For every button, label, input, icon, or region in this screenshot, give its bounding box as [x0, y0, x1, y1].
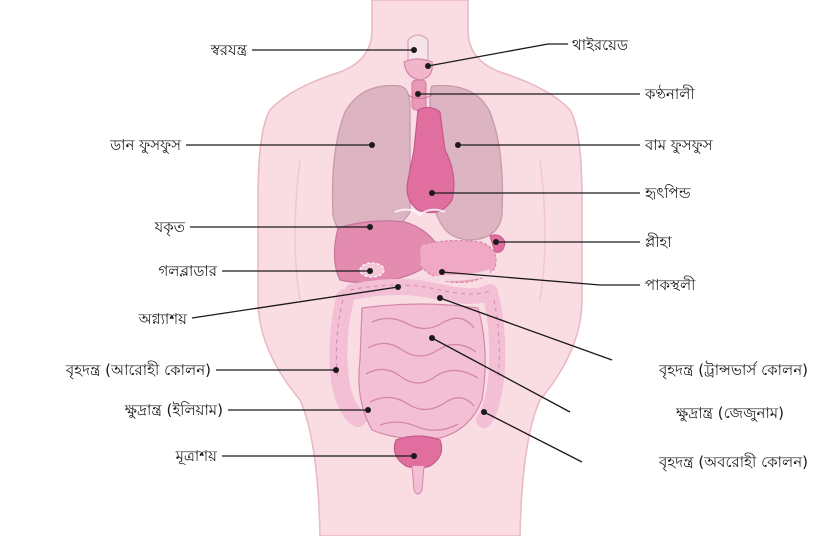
label-bladder: মূত্রাশয় — [175, 447, 219, 466]
leader-dot-larynx — [411, 47, 417, 53]
leader-dot-liver — [367, 224, 373, 230]
label-trachea: কণ্ঠনালী — [644, 85, 695, 103]
leader-dot-jejunum — [429, 335, 435, 341]
label-larynx: স্বরযন্ত্র — [210, 41, 248, 59]
transverse-colon-shape — [352, 287, 490, 296]
leader-dot-left-lung — [455, 142, 461, 148]
label-jejunum: ক্ষুদ্রান্ত্র (জেজুনাম) — [675, 404, 784, 422]
label-transverse-colon: বৃহদন্ত্র (ট্রান্সভার্স কোলন) — [658, 361, 808, 380]
label-gallbladder: গলব্লাডার — [158, 262, 217, 280]
label-spleen: প্লীহা — [645, 233, 672, 251]
label-pancreas: অগ্ন্যাশয় — [138, 310, 189, 328]
label-heart: হৃৎপিন্ড — [644, 184, 692, 202]
label-liver: যকৃত — [154, 218, 186, 237]
leader-dot-trachea — [415, 91, 421, 97]
leader-dot-pancreas — [395, 284, 401, 290]
leader-dot-right-lung — [369, 142, 375, 148]
leader-dot-thyroid — [425, 63, 431, 69]
leader-dot-bladder — [411, 453, 417, 459]
label-ileum: ক্ষুদ্রান্ত্র (ইলিয়াম) — [124, 401, 223, 419]
leader-dot-ileum — [365, 407, 371, 413]
leader-dot-transverse-colon — [437, 295, 443, 301]
label-left-lung: বাম ফুসফুস — [644, 136, 714, 154]
leader-dot-heart — [429, 190, 435, 196]
label-thyroid: থাইরয়েড — [572, 36, 629, 54]
urethra-shape — [412, 466, 424, 494]
label-right-lung: ডান ফুসফুস — [109, 136, 182, 154]
small-intestine — [359, 304, 485, 439]
leader-dot-ascending-colon — [333, 367, 339, 373]
bladder-shape — [394, 436, 441, 468]
small-intestine-mass — [359, 304, 485, 439]
label-descending-colon: বৃহদন্ত্র (অবরোহী কোলন) — [658, 453, 808, 472]
leader-dot-descending-colon — [481, 409, 487, 415]
leader-dot-spleen — [493, 239, 499, 245]
leader-dot-stomach — [439, 269, 445, 275]
label-ascending-colon: বৃহদন্ত্র (আরোহী কোলন) — [65, 361, 211, 380]
leader-dot-gallbladder — [367, 268, 373, 274]
label-stomach: পাকস্থলী — [645, 276, 696, 294]
